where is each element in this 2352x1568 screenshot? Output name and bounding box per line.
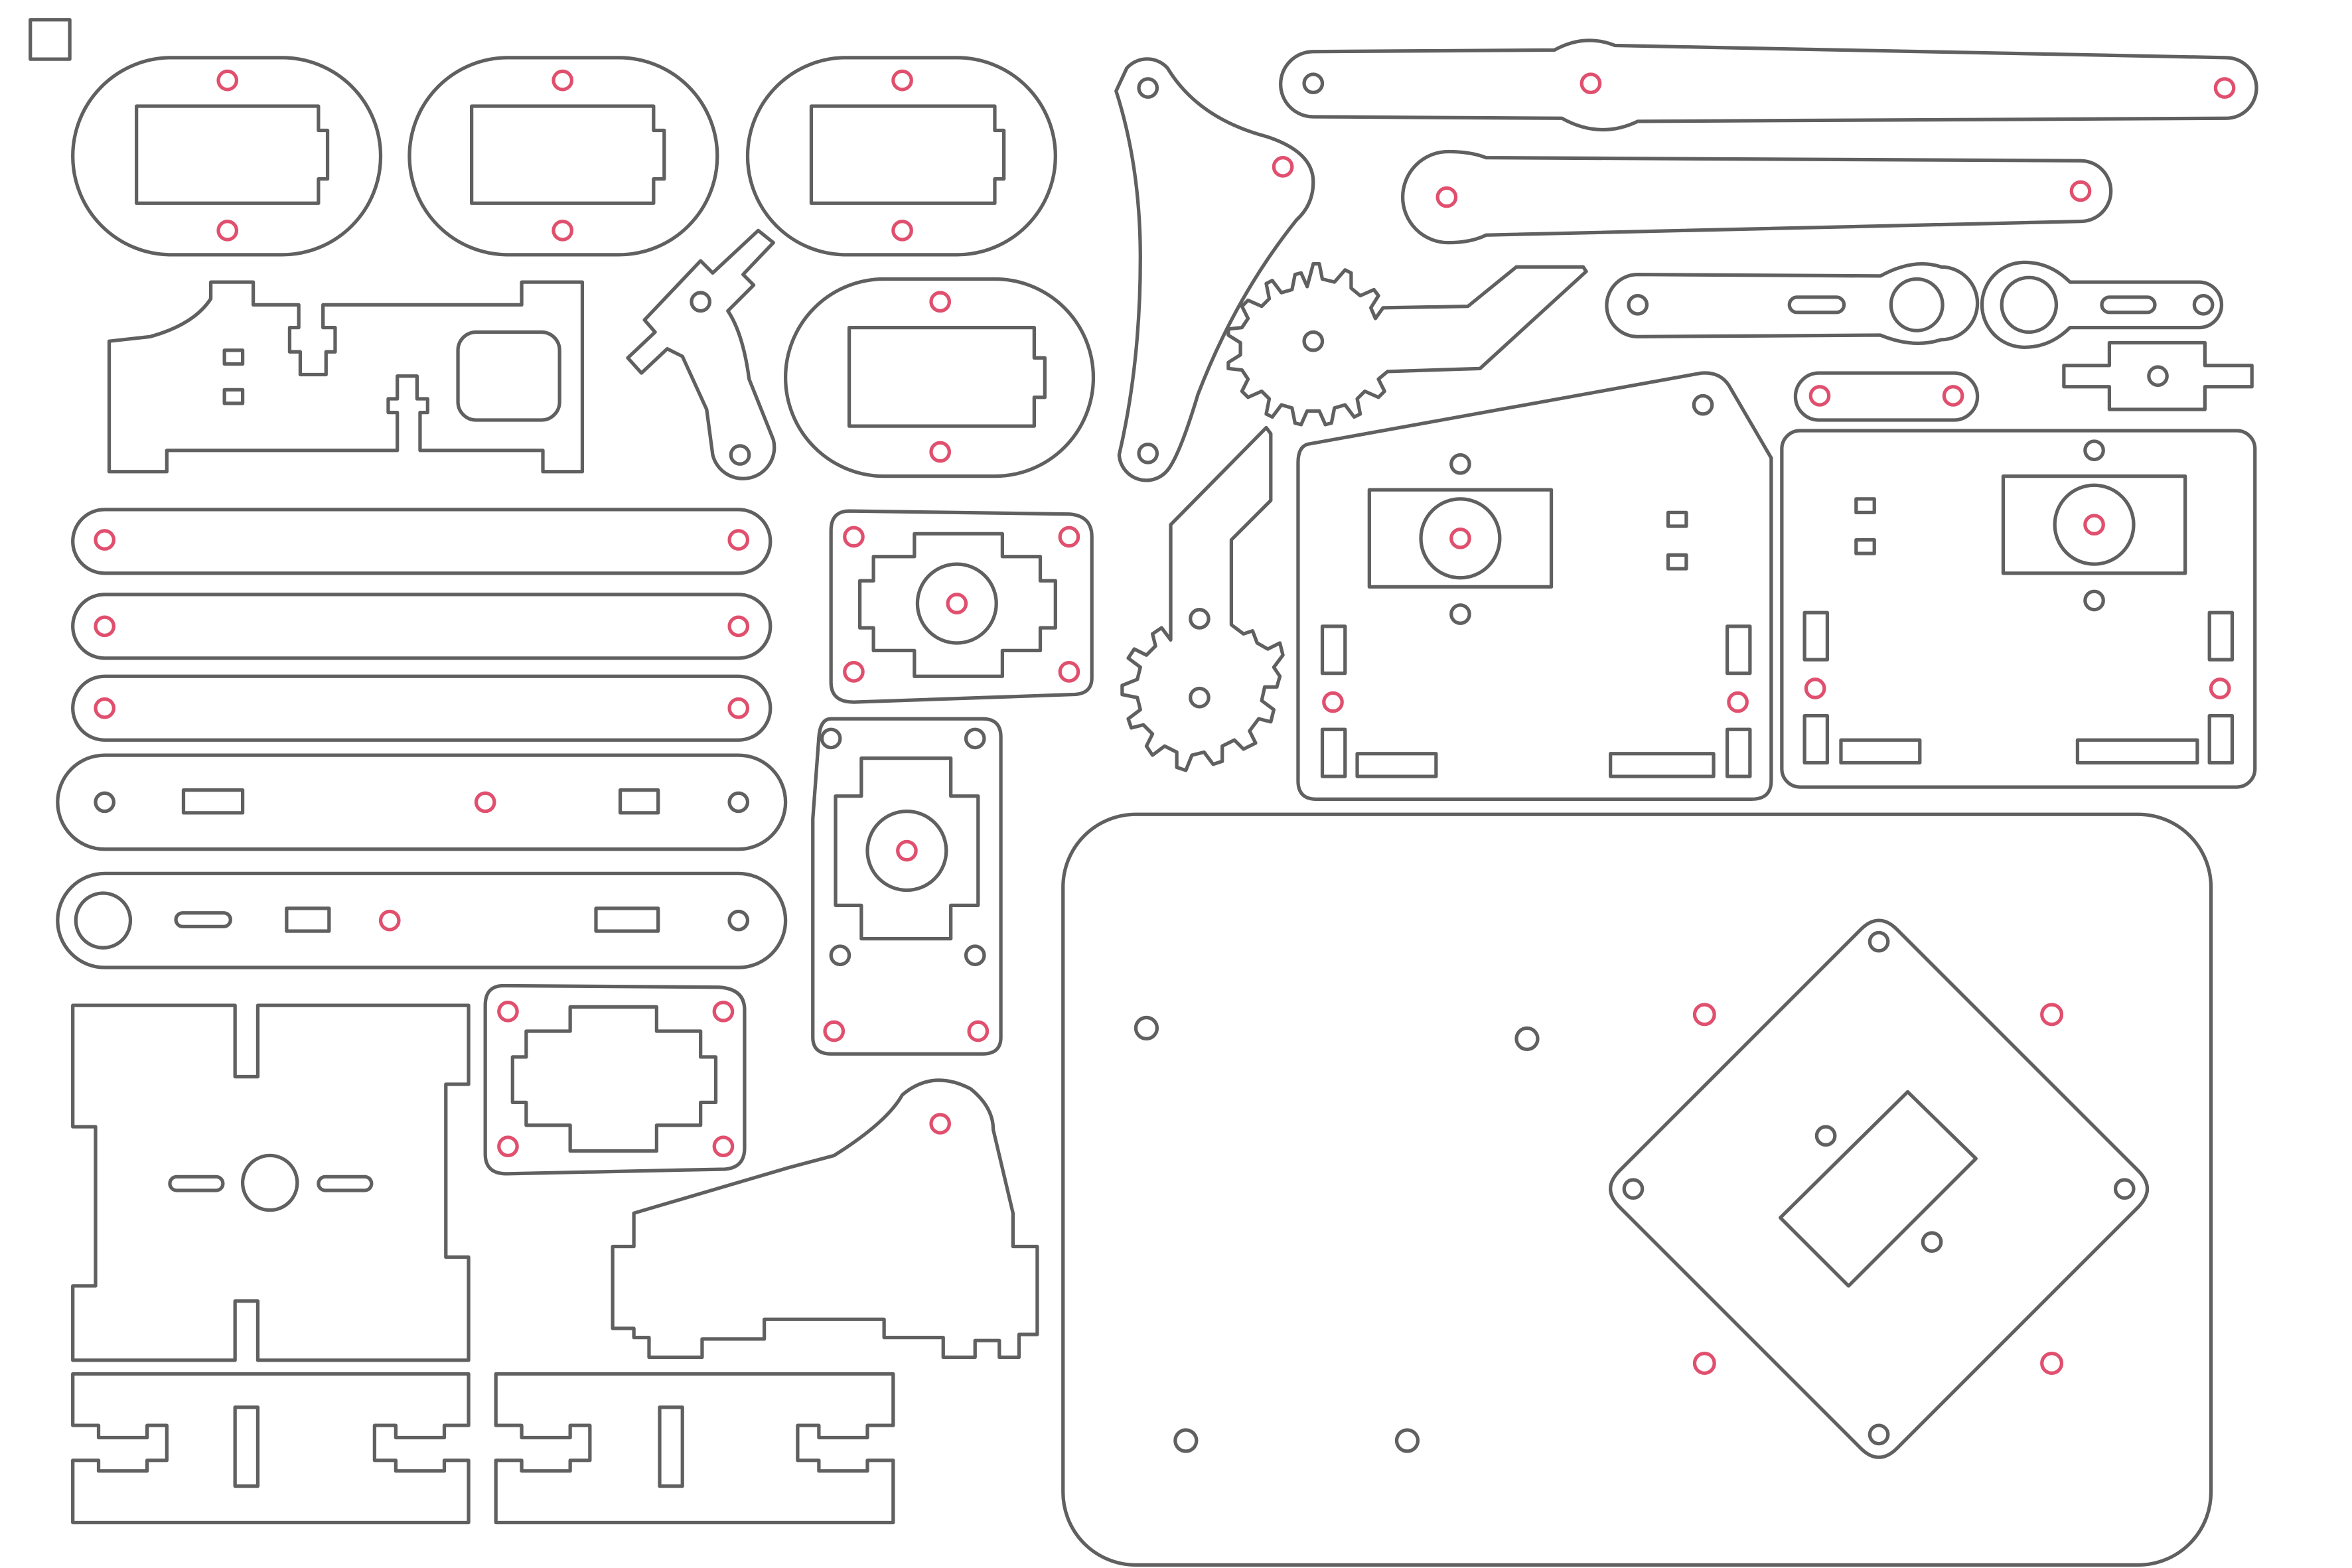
servo-holder-plate-3 bbox=[745, 56, 1057, 257]
turret-plate-left bbox=[1296, 371, 1773, 801]
gripper-finger-small bbox=[626, 228, 776, 480]
arm-link-3 bbox=[71, 674, 772, 742]
top-long-link bbox=[1279, 38, 2258, 132]
servo-holder-plate-4 bbox=[783, 277, 1096, 478]
arm-link-1 bbox=[71, 508, 772, 575]
turret-plate-right bbox=[1780, 429, 2257, 789]
servo-horn-link-short bbox=[1980, 260, 2224, 349]
arm-link-2 bbox=[71, 593, 772, 660]
gripper-gear-finger-bottom bbox=[1120, 425, 1285, 772]
arm-link-horn bbox=[56, 871, 788, 969]
clamp-bar-left bbox=[71, 1372, 471, 1525]
base-side-plate bbox=[71, 1003, 471, 1362]
servo-mount-plate-a bbox=[829, 509, 1094, 704]
shoulder-plate bbox=[611, 1078, 1039, 1359]
rotating-platform-diamond bbox=[1609, 918, 2149, 1459]
servo-mount-plate-c bbox=[483, 983, 747, 1176]
servo-horn-link-long bbox=[1605, 262, 1980, 346]
short-spacer-link bbox=[1793, 371, 1980, 422]
servo-holder-plate-1 bbox=[71, 56, 383, 257]
side-bracket-plate bbox=[107, 280, 585, 474]
gripper-gear-finger-top bbox=[1226, 262, 1588, 427]
clamp-bar-right bbox=[494, 1372, 895, 1525]
curved-lever-arm bbox=[1114, 57, 1315, 482]
servo-holder-plate-2 bbox=[407, 56, 719, 257]
upper-arm-link bbox=[1400, 149, 2113, 245]
main-base-plate bbox=[1061, 812, 2213, 1567]
key-bracket bbox=[2062, 340, 2254, 411]
arm-link-slotted bbox=[56, 753, 788, 851]
servo-mount-plate-b bbox=[811, 717, 1003, 1056]
registration-square bbox=[29, 18, 72, 61]
